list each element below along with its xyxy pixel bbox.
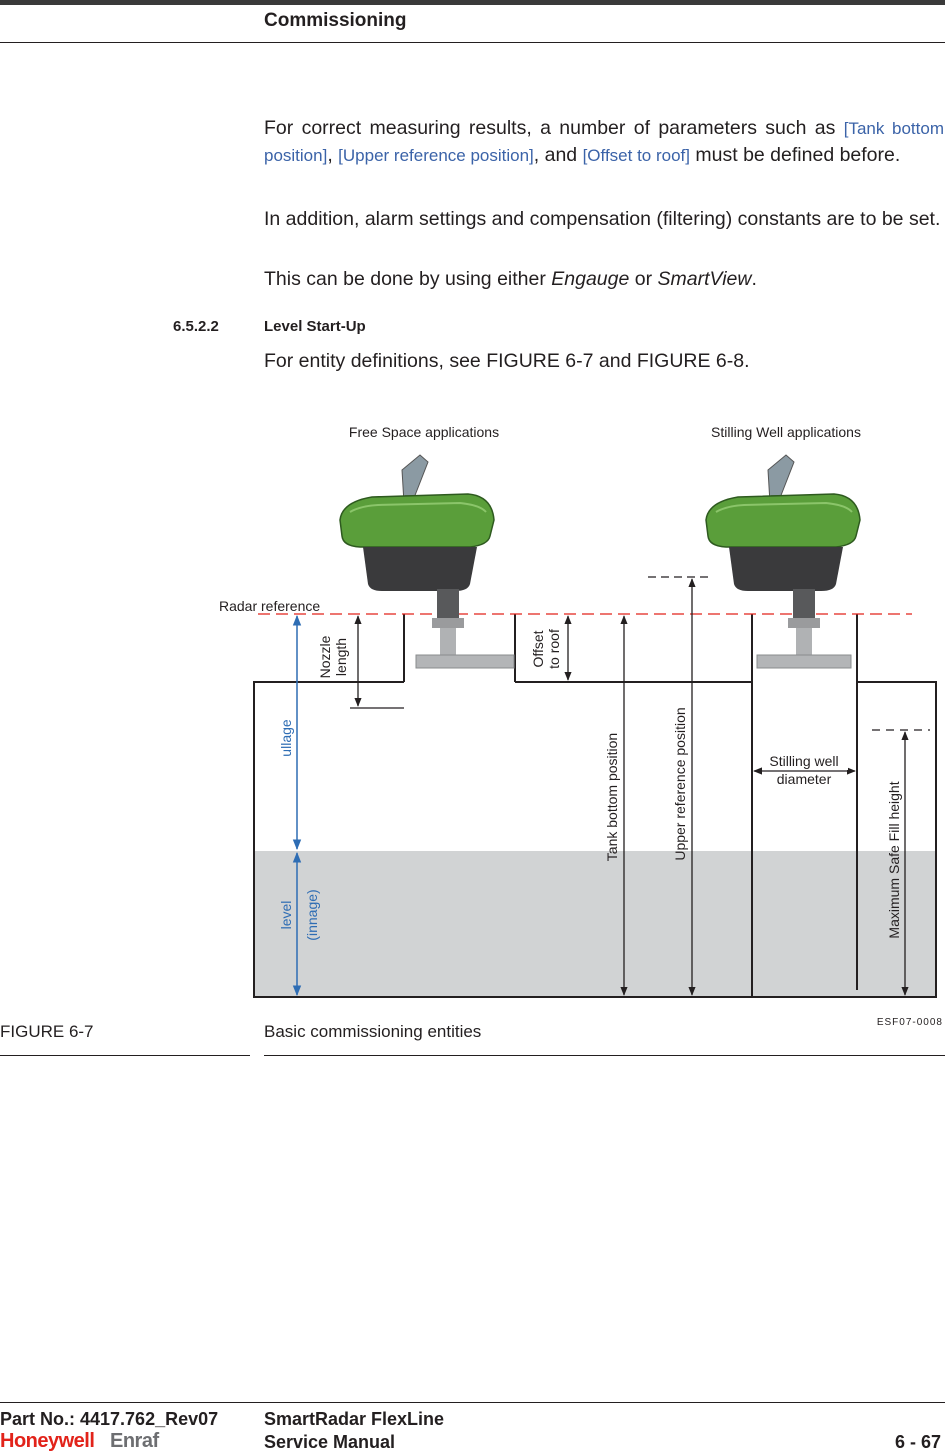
tank-outline: [253, 614, 937, 998]
figure-caption: Basic commissioning entities: [264, 1022, 482, 1041]
param-offset-to-roof: [Offset to roof]: [582, 146, 690, 165]
footer-manual: Service Manual: [264, 1432, 396, 1452]
label-free-space: Free Space applications: [349, 424, 499, 440]
radar-gauge-stilling-well: [705, 454, 861, 669]
header-title: Commissioning: [264, 10, 407, 31]
paragraph-text: .: [751, 268, 757, 290]
honeywell-logo: Honeywell: [0, 1430, 95, 1452]
diameter-label-bg: [762, 753, 848, 770]
label-radar-reference: Radar reference: [219, 598, 320, 614]
footer-part-number: Part No.: 4417.762_Rev07: [0, 1409, 219, 1429]
label-level-2: (innage): [304, 889, 320, 940]
section-title: Level Start-Up: [264, 318, 366, 335]
label-stilling-diam-1: Stilling well: [769, 753, 838, 769]
engauge-name: Engauge: [551, 268, 630, 290]
label-level-1: level: [278, 901, 294, 930]
paragraph-text: must be defined before.: [689, 144, 901, 166]
paragraph-alarm-settings: In addition, alarm settings and compensa…: [264, 208, 941, 230]
param-upper-reference-position: [Upper reference position]: [338, 146, 534, 165]
liquid-area: [254, 851, 936, 997]
label-offset-2: to roof: [546, 629, 562, 669]
figure-label: FIGURE 6-7: [0, 1022, 94, 1041]
paragraph-text: ,: [327, 144, 339, 166]
paragraph-text: or: [629, 268, 658, 290]
label-ullage: ullage: [278, 719, 294, 757]
smartview-name: SmartView: [657, 268, 752, 290]
label-nozzle-1: Nozzle: [317, 635, 333, 678]
label-max-fill: Maximum Safe Fill height: [886, 781, 902, 938]
top-bar: [0, 0, 945, 5]
caption-rule-left: [0, 1055, 250, 1056]
paragraph-entity-definitions: For entity definitions, see FIGURE 6-7 a…: [264, 350, 750, 372]
paragraph-parameters: For correct measuring results, a number …: [264, 115, 944, 169]
label-tank-bottom: Tank bottom position: [604, 733, 620, 861]
paragraph-text: , and: [533, 144, 583, 166]
commissioning-figure: Free Space applications Stilling Well ap…: [219, 424, 937, 998]
footer-page-number: 6 - 67: [894, 1432, 941, 1452]
footer-product: SmartRadar FlexLine: [264, 1409, 445, 1429]
footer-rule: [0, 1402, 945, 1403]
header-rule: [0, 42, 945, 43]
label-offset-1: Offset: [530, 630, 546, 667]
section-number: 6.5.2.2: [173, 318, 219, 335]
label-stilling-well: Stilling Well applications: [711, 424, 861, 440]
param-tank-bottom-position: [Tank bottom position]: [264, 119, 944, 165]
paragraph-tools: This can be done by using either Engauge…: [264, 266, 944, 293]
radar-gauge-free-space: [339, 454, 515, 669]
label-upper-reference: Upper reference position: [672, 707, 688, 860]
paragraph-text: For correct measuring results, a number …: [264, 117, 844, 139]
label-nozzle-2: length: [333, 638, 349, 676]
label-stilling-diam-2: diameter: [777, 771, 832, 787]
figure-code: ESF07-0008: [876, 1017, 943, 1028]
enraf-logo: Enraf: [110, 1430, 159, 1452]
caption-rule-right: [264, 1055, 945, 1056]
paragraph-text: This can be done by using either: [264, 268, 552, 290]
